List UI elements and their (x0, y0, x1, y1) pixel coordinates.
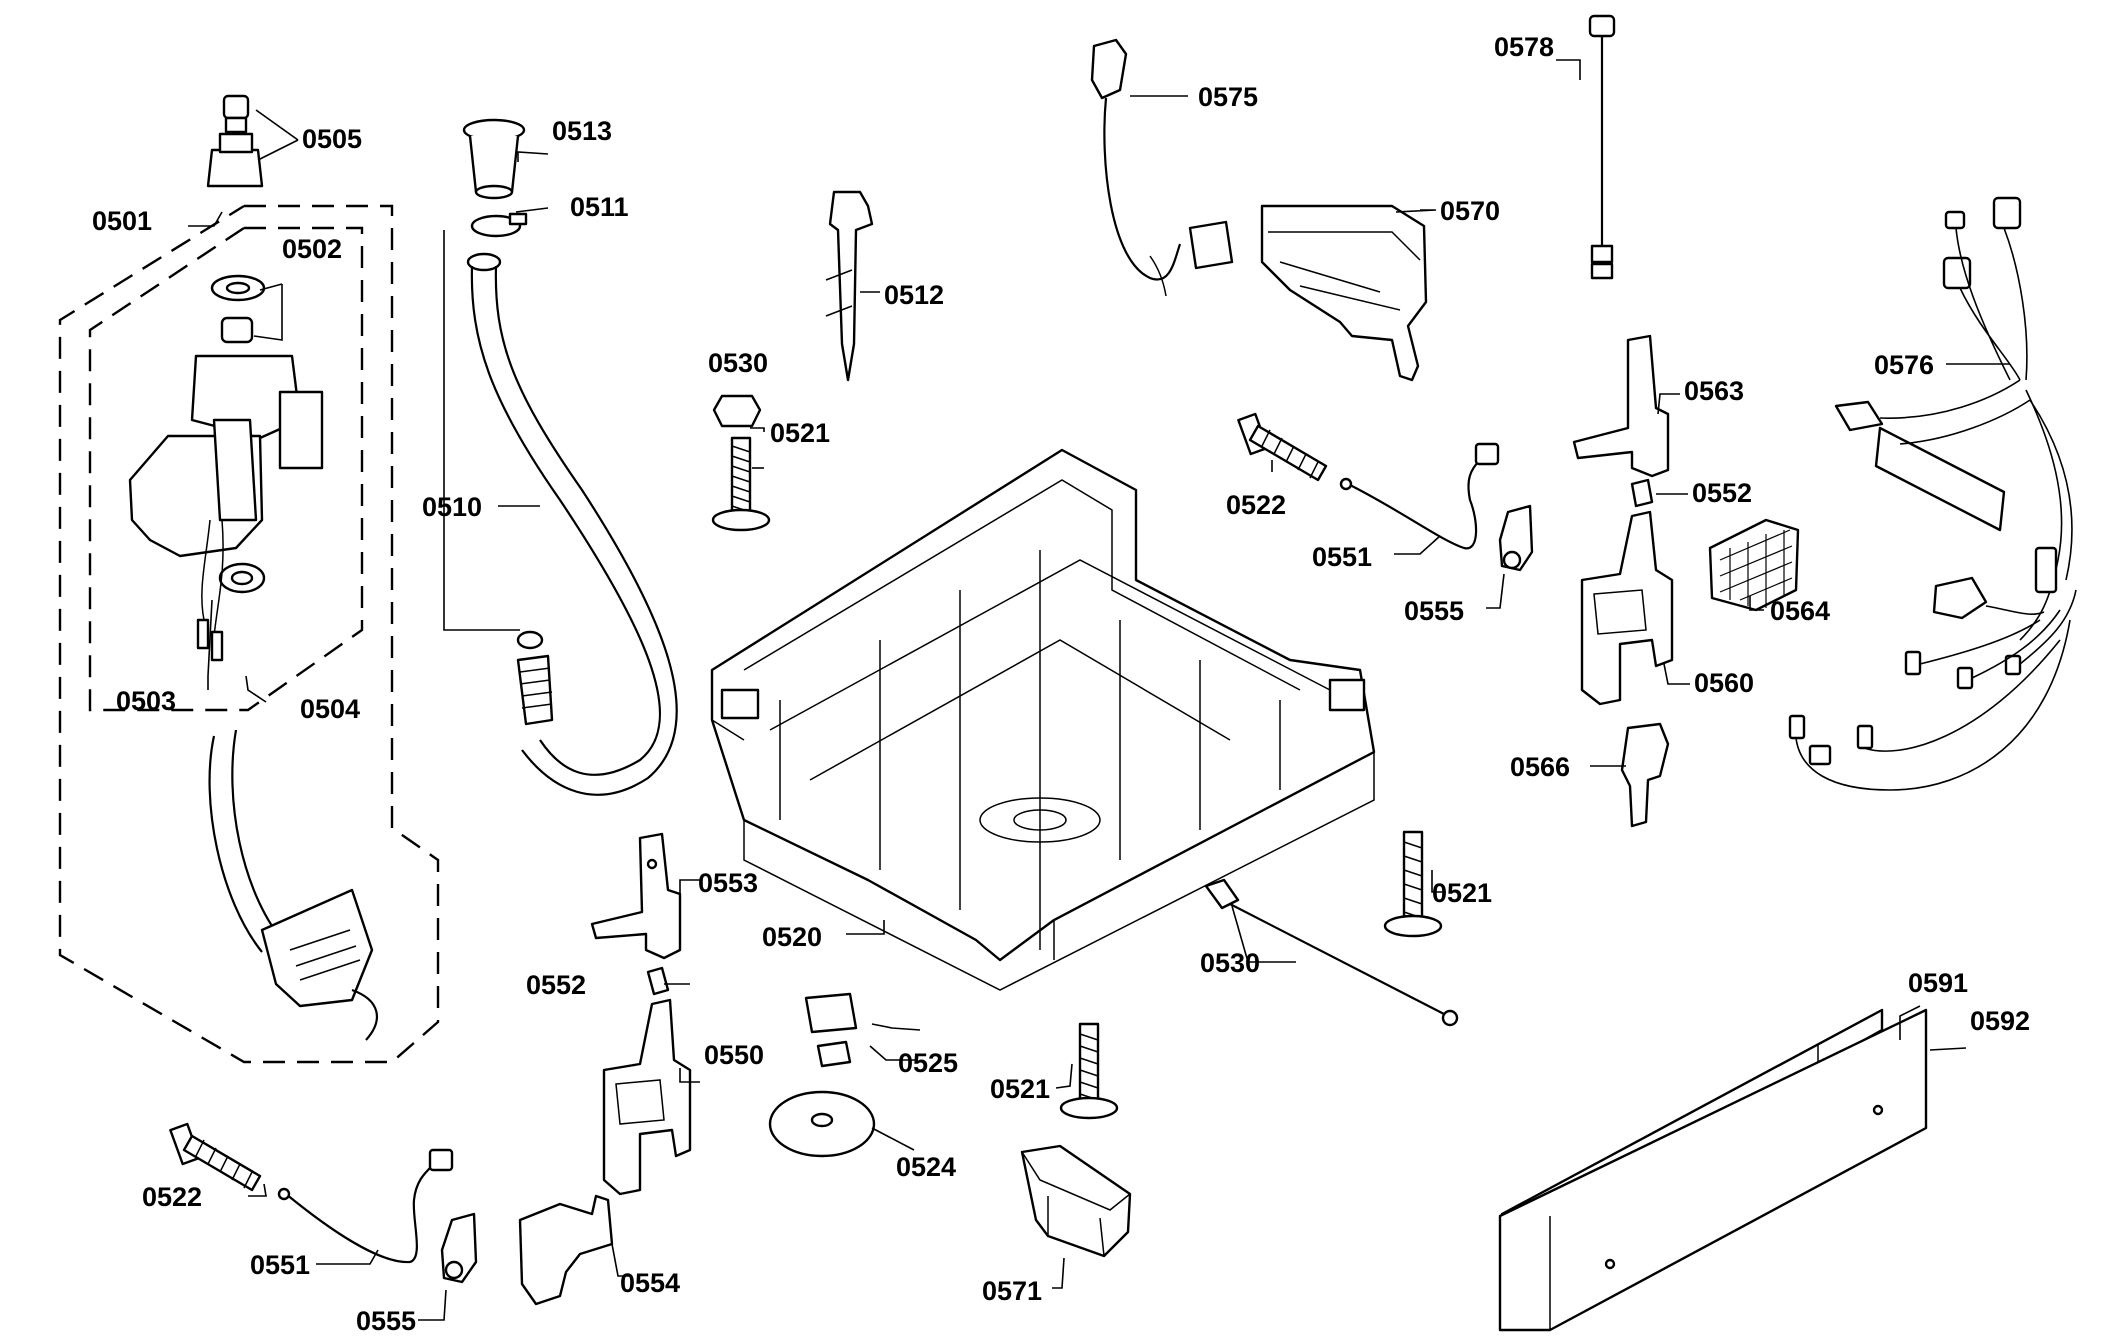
label-0575: 0575 (1198, 82, 1258, 112)
power-cord-0575 (1090, 38, 1234, 297)
hinge-plate-0560 (1580, 510, 1674, 706)
label-0522-bottom: 0522 (142, 1182, 202, 1212)
foot-0521-right (1383, 830, 1443, 938)
label-0592: 0592 (1970, 1006, 2030, 1036)
label-0571: 0571 (982, 1276, 1042, 1306)
label-0563: 0563 (1684, 376, 1744, 406)
fitting-0505 (206, 94, 264, 188)
wire-harness-0576 (1788, 196, 2077, 791)
label-0578: 0578 (1494, 32, 1554, 62)
label-0504: 0504 (300, 694, 360, 724)
clip-0555-bottom (440, 1212, 478, 1284)
label-0530-bottom: 0530 (1200, 948, 1260, 978)
label-0520: 0520 (762, 922, 822, 952)
wire-0551-top (1339, 442, 1500, 550)
leader-lines (188, 59, 2010, 1321)
spring-clip-0552-left (646, 966, 670, 996)
label-0521-right: 0521 (1432, 878, 1492, 908)
bracket-0512 (825, 190, 874, 382)
label-0522-top: 0522 (1226, 490, 1286, 520)
label-0555-top: 0555 (1404, 596, 1464, 626)
label-0552-right: 0552 (1692, 478, 1752, 508)
label-0576: 0576 (1874, 350, 1934, 380)
label-0570: 0570 (1440, 196, 1500, 226)
label-0554: 0554 (620, 1268, 680, 1298)
foot-0521-top (711, 436, 771, 532)
hinge-bracket-0553 (590, 832, 682, 960)
label-0525: 0525 (898, 1048, 958, 1078)
label-0513: 0513 (552, 116, 612, 146)
label-0551-bottom: 0551 (250, 1250, 310, 1280)
hose-0510 (466, 252, 678, 796)
wire-0551-bottom (277, 1148, 454, 1264)
cover-0554 (518, 1194, 614, 1306)
label-0552-left: 0552 (526, 970, 586, 1000)
inlet-assembly-outline (58, 204, 440, 1064)
connector-0525 (804, 992, 858, 1068)
sleeve-0513 (462, 118, 526, 200)
label-0501: 0501 (92, 206, 152, 236)
label-0553: 0553 (698, 868, 758, 898)
label-0591: 0591 (1908, 968, 1968, 998)
label-0505: 0505 (302, 124, 362, 154)
basket-0564 (1708, 518, 1800, 612)
label-0521-bottom: 0521 (990, 1074, 1050, 1104)
label-0521-top: 0521 (770, 418, 830, 448)
label-0550: 0550 (704, 1040, 764, 1070)
spring-clip-0552-right (1630, 478, 1654, 508)
label-0524: 0524 (896, 1152, 956, 1182)
inlet-hose-0504 (208, 729, 378, 1041)
kickplate-0592 (1498, 1008, 1928, 1332)
spring-0522-top (1237, 412, 1328, 482)
label-0551-top: 0551 (1312, 542, 1372, 572)
inlet-valve-0503 (128, 354, 324, 662)
label-0555-bottom: 0555 (356, 1306, 416, 1336)
nut-0530 (712, 394, 762, 428)
base-tub-0520 (710, 448, 1376, 991)
hinge-plate-0550 (602, 998, 692, 1196)
label-0511: 0511 (570, 192, 629, 222)
spring-0522-bottom (169, 1122, 262, 1192)
washer-0502 (210, 274, 266, 344)
label-0512: 0512 (884, 280, 944, 310)
label-0564: 0564 (1770, 596, 1830, 626)
box-0571 (1020, 1144, 1132, 1258)
label-0530-top: 0530 (708, 348, 768, 378)
callout-labels: 0505 0501 0502 0503 0504 0513 0511 0510 … (92, 32, 2030, 1336)
disc-0524 (768, 1090, 876, 1158)
label-0510: 0510 (422, 492, 482, 522)
clamp-0511 (470, 212, 528, 238)
label-0566: 0566 (1510, 752, 1570, 782)
sensor-0566 (1620, 722, 1670, 828)
cable-0578 (1588, 14, 1616, 280)
label-0503: 0503 (116, 686, 176, 716)
control-module-0570 (1260, 204, 1428, 382)
label-0502: 0502 (282, 234, 342, 264)
cable-0530 (1204, 878, 1459, 1027)
clip-0555-top (1498, 504, 1534, 572)
bracket-0563 (1572, 334, 1670, 478)
foot-0521-bottom (1059, 1022, 1119, 1120)
label-0560: 0560 (1694, 668, 1754, 698)
